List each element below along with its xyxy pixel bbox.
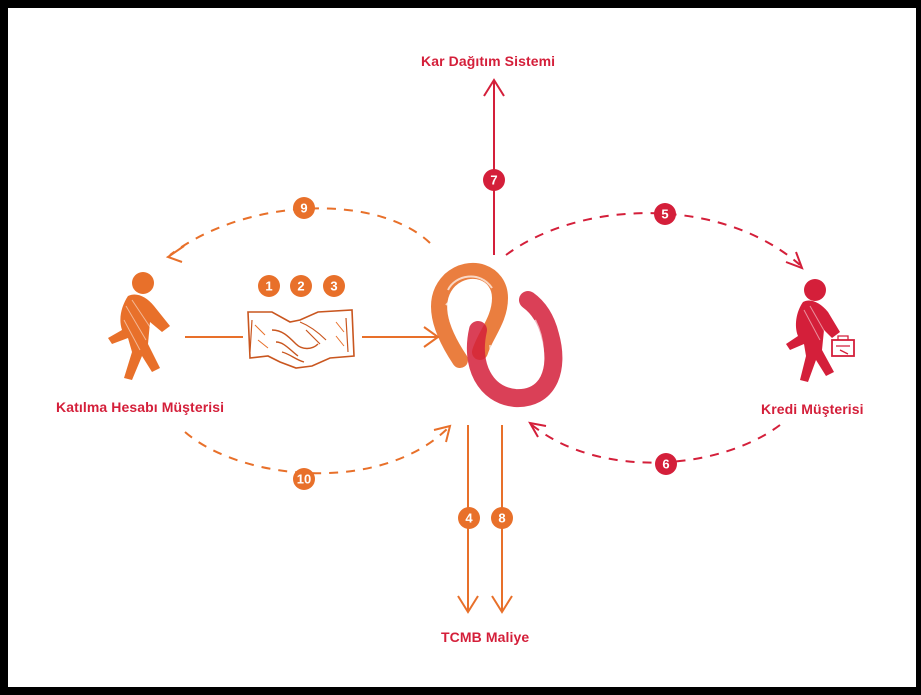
step-badge-6: 6 bbox=[655, 453, 677, 475]
step-badge-label: 6 bbox=[662, 457, 669, 472]
step-badge-10: 10 bbox=[293, 468, 315, 490]
node-credit-customer: Kredi Müşterisi bbox=[761, 401, 864, 417]
node-deposit-account-customer: Katılma Hesabı Müşterisi bbox=[56, 399, 224, 415]
step-badge-3: 3 bbox=[323, 275, 345, 297]
step-badge-2: 2 bbox=[290, 275, 312, 297]
step-badge-1: 1 bbox=[258, 275, 280, 297]
step-badge-label: 9 bbox=[300, 201, 307, 216]
node-tcmb-maliye: TCMB Maliye bbox=[441, 629, 529, 645]
bank-logo-icon bbox=[439, 271, 553, 398]
arrow-deposit-customer-to-hub bbox=[185, 426, 450, 473]
step-badge-8: 8 bbox=[491, 507, 513, 529]
arrow-hub-to-credit-customer bbox=[506, 213, 802, 268]
step-badge-label: 10 bbox=[297, 472, 311, 487]
step-badge-label: 8 bbox=[498, 511, 505, 526]
arrow-to-profit-system bbox=[484, 80, 504, 255]
step-badge-label: 3 bbox=[330, 279, 337, 294]
node-profit-distribution-system: Kar Dağıtım Sistemi bbox=[421, 53, 555, 69]
step-badge-label: 2 bbox=[297, 279, 304, 294]
arrow-credit-customer-to-hub bbox=[530, 423, 780, 463]
step-badge-label: 7 bbox=[490, 173, 497, 188]
step-badge-4: 4 bbox=[458, 507, 480, 529]
step-badge-label: 1 bbox=[265, 279, 272, 294]
arrow-handshake-to-hub bbox=[362, 327, 438, 347]
step-badge-label: 4 bbox=[465, 511, 473, 526]
handshake-icon bbox=[248, 310, 354, 368]
businessman-briefcase-icon bbox=[786, 279, 854, 382]
step-badge-7: 7 bbox=[483, 169, 505, 191]
running-person-icon bbox=[108, 272, 170, 380]
step-badge-5: 5 bbox=[654, 203, 676, 225]
step-badge-9: 9 bbox=[293, 197, 315, 219]
step-badge-label: 5 bbox=[661, 207, 668, 222]
